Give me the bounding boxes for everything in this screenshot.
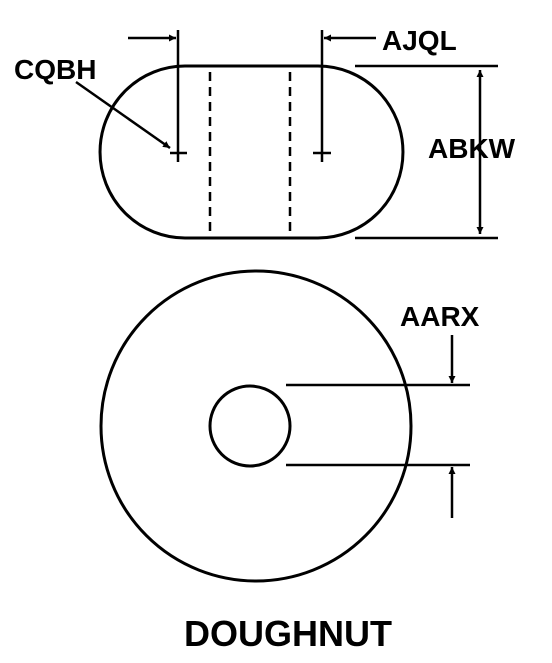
aarx-dimension xyxy=(286,335,470,518)
part-name: DOUGHNUT xyxy=(184,613,392,654)
cqbh-leader-arrow xyxy=(75,80,171,150)
outer-circle xyxy=(99,269,413,583)
side-view-outline xyxy=(98,64,405,240)
label-cqbh: CQBH xyxy=(14,54,96,85)
center-marks xyxy=(170,30,331,162)
front-view xyxy=(99,269,413,583)
side-view xyxy=(98,64,405,240)
label-abkw: ABKW xyxy=(428,133,516,164)
label-aarx: AARX xyxy=(400,301,480,332)
center-hole xyxy=(208,384,292,468)
abkw-dimension xyxy=(355,64,498,240)
label-ajql: AJQL xyxy=(382,25,457,56)
